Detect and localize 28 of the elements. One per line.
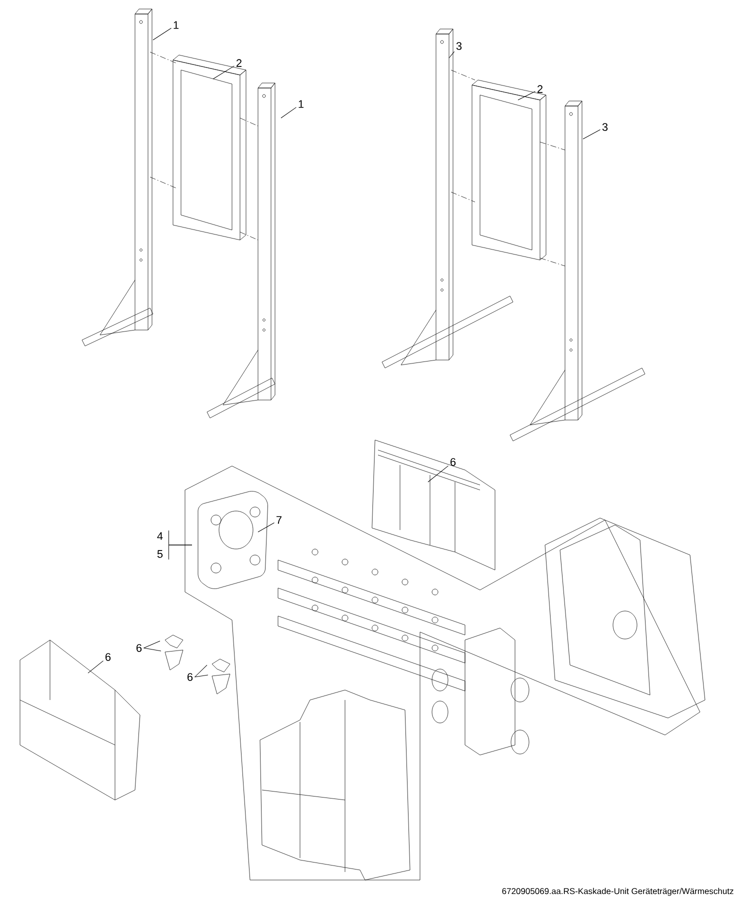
callout-number: 7 <box>276 516 282 524</box>
leader-line <box>194 674 208 678</box>
leader-line <box>168 544 192 560</box>
leader-line <box>258 522 274 532</box>
leader-line <box>428 466 448 482</box>
callout-number: 1 <box>298 100 304 108</box>
callout-number: 6 <box>136 644 142 652</box>
callout-number: 6 <box>188 673 193 681</box>
figure-caption: 6720905069.aa.RS-Kaskade-Unit Geräteträger/Wärmeschutz <box>502 888 734 896</box>
leader-line <box>144 648 162 652</box>
callout-number: 3 <box>602 123 608 131</box>
callout-number: 2 <box>538 85 542 93</box>
callout-number: 3 <box>456 42 462 50</box>
leader-line <box>194 664 208 678</box>
callout-number: 5 <box>157 550 163 558</box>
leader-line <box>448 51 455 58</box>
callout-number: 4 <box>157 532 163 540</box>
callout-number: 6 <box>450 458 456 466</box>
callout-number: 2 <box>236 59 242 67</box>
leader-line <box>582 129 600 140</box>
callout-number: 1 <box>174 21 179 29</box>
leader-line <box>280 107 296 118</box>
leader-line <box>88 660 104 674</box>
leader-line <box>518 91 536 100</box>
callout-number: 6 <box>106 653 111 661</box>
leader-line <box>212 66 234 80</box>
leader-line <box>152 28 172 40</box>
leader-line <box>144 640 160 648</box>
